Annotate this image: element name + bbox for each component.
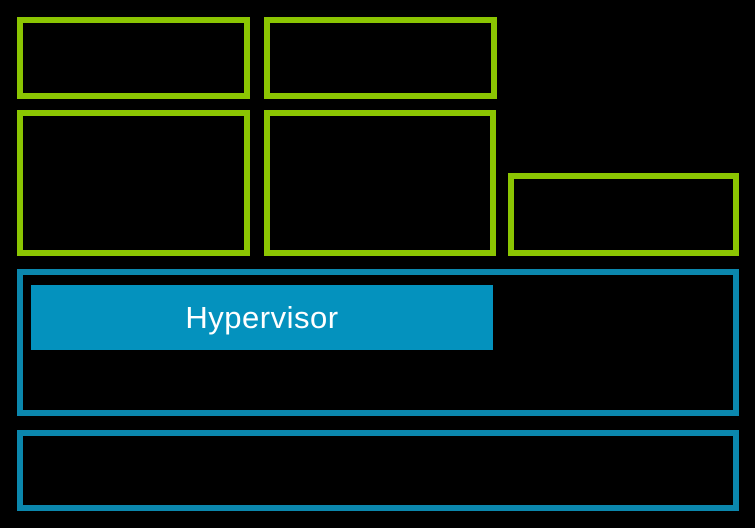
green-box-middle-left xyxy=(17,110,250,256)
green-box-top-right xyxy=(264,17,497,99)
green-box-right-offset xyxy=(508,173,739,256)
hypervisor-layer-box xyxy=(17,269,739,416)
green-box-middle-right xyxy=(264,110,496,256)
bottom-layer-box xyxy=(17,430,739,511)
green-box-top-left xyxy=(17,17,250,99)
hypervisor-box: Hypervisor xyxy=(31,285,493,350)
hypervisor-label: Hypervisor xyxy=(185,299,339,335)
